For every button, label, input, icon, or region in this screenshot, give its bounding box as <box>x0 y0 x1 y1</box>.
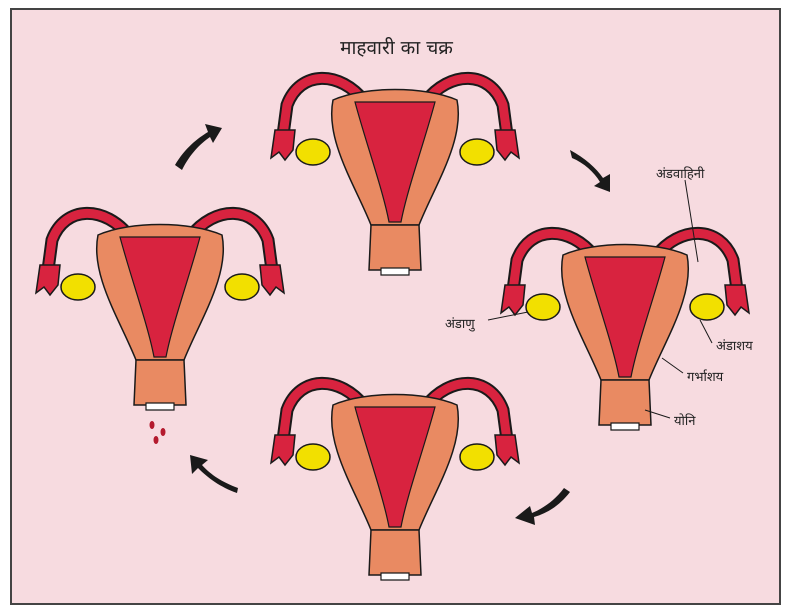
uterus-right <box>501 233 749 430</box>
uterus-top <box>271 78 519 275</box>
uterus-bottom <box>271 383 519 580</box>
uterus-left <box>36 213 284 410</box>
label-fallopian-tube: अंडवाहिनी <box>656 164 704 182</box>
arrow-bottom-right <box>515 488 570 525</box>
arrow-top-right <box>570 150 610 192</box>
diagram-title: माहवारी का चक्र <box>0 34 793 60</box>
label-egg: अंडाणु <box>445 314 475 332</box>
droplets <box>150 421 166 444</box>
arrow-bottom-left <box>190 455 238 493</box>
label-uterus: गर्भाशय <box>687 367 723 385</box>
arrow-top-left <box>175 124 222 170</box>
label-ovary: अंडाशय <box>716 336 753 354</box>
label-vagina: योनि <box>674 411 696 429</box>
